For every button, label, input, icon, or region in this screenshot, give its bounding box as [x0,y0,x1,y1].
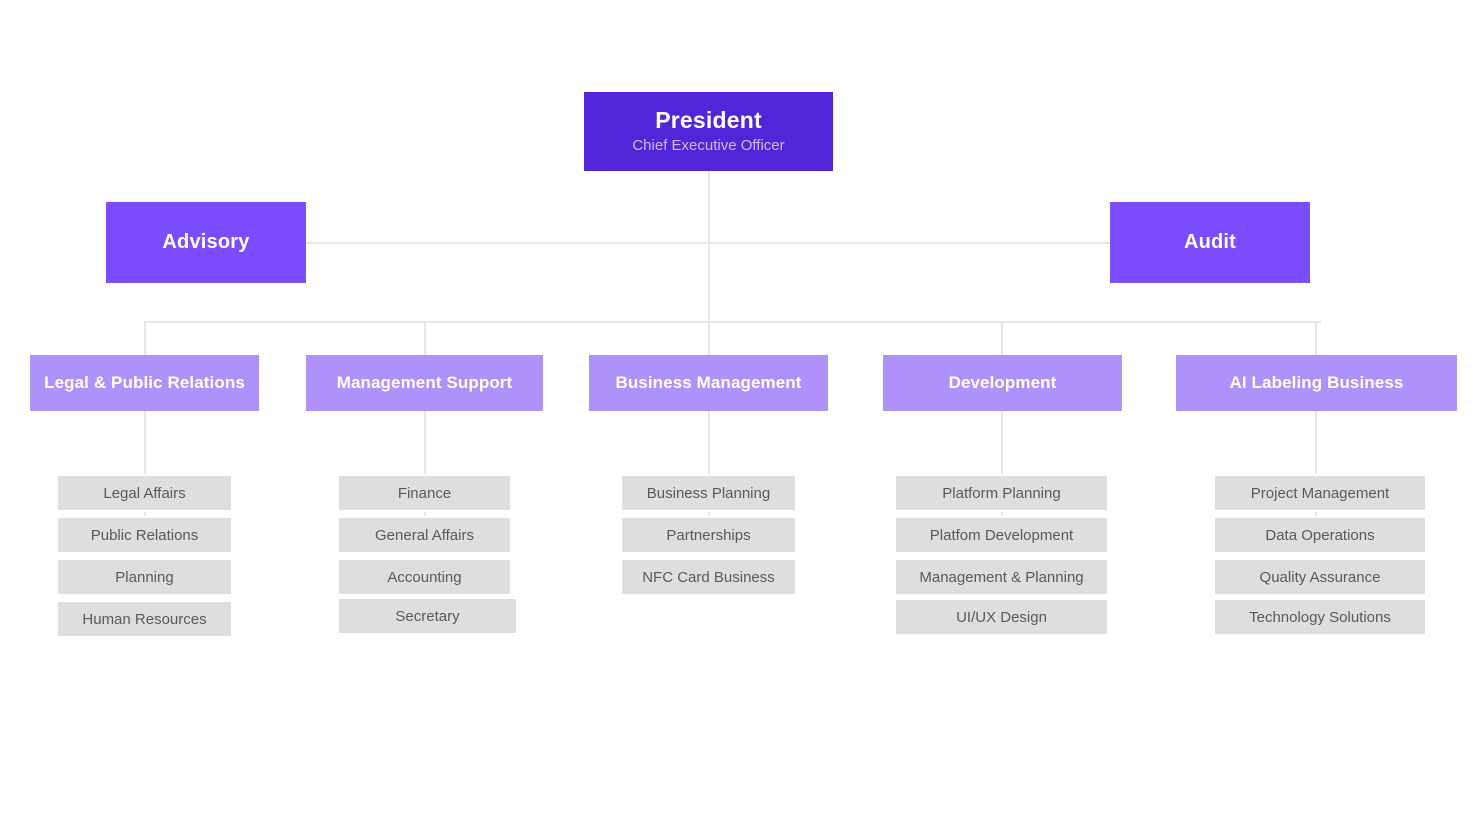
node-president[interactable]: President Chief Executive Officer [584,92,833,171]
subitem-public-relations[interactable]: Public Relations [58,516,231,554]
audit-title: Audit [1183,231,1237,253]
subitem-legal-affairs[interactable]: Legal Affairs [58,474,231,512]
subitem-technology-solutions[interactable]: Technology Solutions [1215,598,1425,636]
subitem-ui-ux-design[interactable]: UI/UX Design [896,598,1107,636]
node-audit[interactable]: Audit [1110,202,1310,283]
connector-department-bus [145,321,1321,323]
subitem-platform-planning[interactable]: Platform Planning [896,474,1107,512]
node-business-management[interactable]: Business Management [589,355,828,411]
subitem-business-planning[interactable]: Business Planning [622,474,795,512]
node-development[interactable]: Development [883,355,1122,411]
connector-drop-legal-public-relations [144,321,146,356]
advisory-title: Advisory [162,231,250,253]
connector-president-stem [708,171,710,323]
subitem-management-and-planning[interactable]: Management & Planning [896,558,1107,596]
connector-drop-development [1001,321,1003,356]
development-title: Development [948,373,1057,392]
management-support-title: Management Support [336,373,513,392]
subitem-planning[interactable]: Planning [58,558,231,596]
ai-labeling-business-title: AI Labeling Business [1229,373,1404,392]
subitem-data-operations[interactable]: Data Operations [1215,516,1425,554]
node-ai-labeling-business[interactable]: AI Labeling Business [1176,355,1457,411]
subitem-partnerships[interactable]: Partnerships [622,516,795,554]
connector-staff-horizontal [306,242,1111,244]
subitem-quality-assurance[interactable]: Quality Assurance [1215,558,1425,596]
node-legal-public-relations[interactable]: Legal & Public Relations [30,355,259,411]
subitem-general-affairs[interactable]: General Affairs [339,516,510,554]
business-management-title: Business Management [615,373,802,392]
node-advisory[interactable]: Advisory [106,202,306,283]
legal-public-relations-title: Legal & Public Relations [44,373,245,392]
connector-drop-business-management [708,321,710,356]
subitem-secretary[interactable]: Secretary [339,597,516,635]
subitem-human-resources[interactable]: Human Resources [58,600,231,638]
president-title: President [655,107,762,134]
connector-drop-management-support [424,321,426,356]
subitem-accounting[interactable]: Accounting [339,558,510,596]
subitem-nfc-card-business[interactable]: NFC Card Business [622,558,795,596]
subitem-platfom-development[interactable]: Platfom Development [896,516,1107,554]
subitem-project-management[interactable]: Project Management [1215,474,1425,512]
president-subtitle: Chief Executive Officer [632,137,785,155]
node-management-support[interactable]: Management Support [306,355,543,411]
connector-drop-ai-labeling-business [1315,321,1317,356]
subitem-finance[interactable]: Finance [339,474,510,512]
